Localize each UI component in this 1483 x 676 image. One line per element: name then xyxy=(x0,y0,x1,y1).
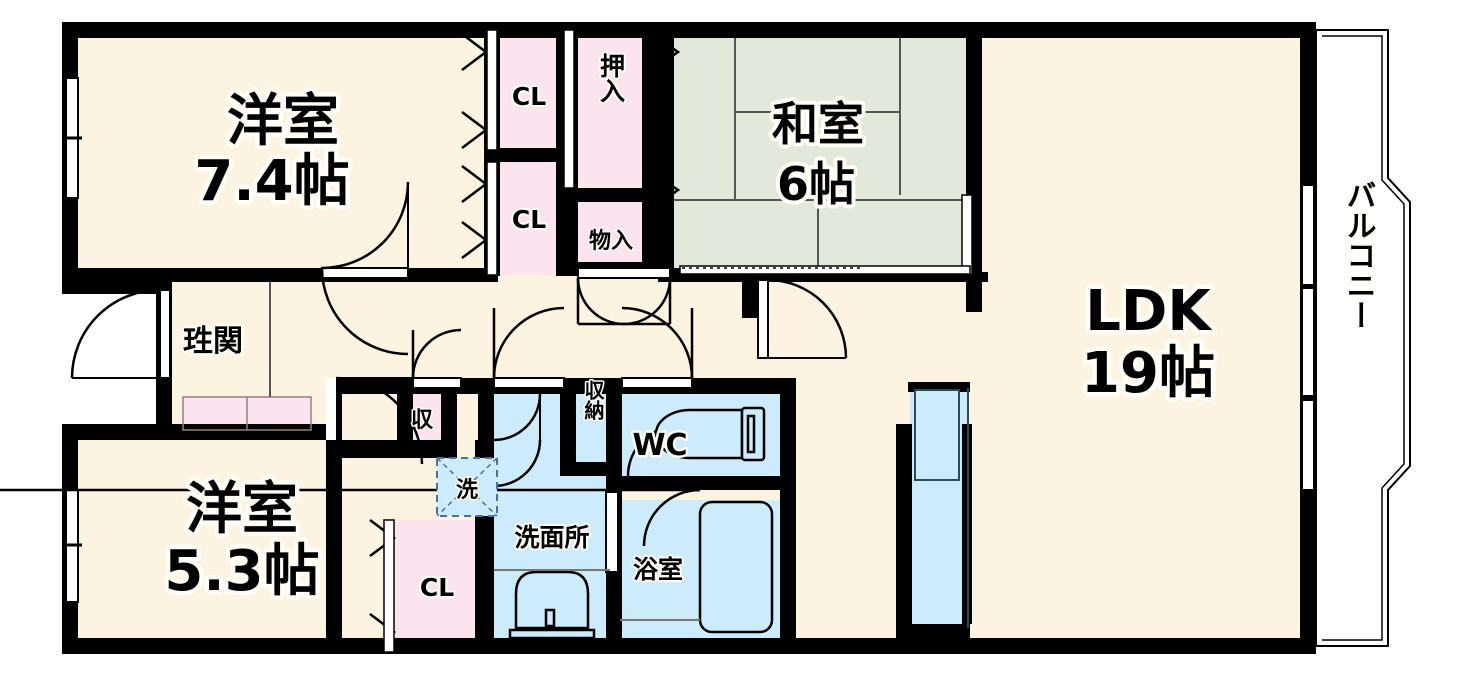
folding-arrow-cl2-b xyxy=(461,221,489,259)
closet-oshiire-fill xyxy=(576,30,646,190)
closet-cl-top-2-fill xyxy=(498,162,560,275)
washitsu-door-leaf xyxy=(757,279,769,359)
folding-arrow-oshiire-a xyxy=(651,32,681,72)
cl2-door-leaf xyxy=(486,161,498,276)
bedroom2-door-arc xyxy=(335,376,424,465)
shuu-door-leaf xyxy=(412,377,462,389)
closet-label-cl-top-1: CL xyxy=(512,82,546,111)
cl1-door-leaf xyxy=(486,29,498,151)
folding-arrow-cl2-a xyxy=(461,165,489,203)
structural-walls xyxy=(62,22,1316,654)
shoe-cabinet xyxy=(182,396,312,431)
washer-label: 洗 xyxy=(456,478,478,503)
toilet-fixture xyxy=(654,406,766,462)
fusuma-washitsu-ldk[interactable] xyxy=(961,194,973,276)
room-label-senmenjo: 洗面所 xyxy=(514,523,589,552)
room-label-ldk-name: LDK xyxy=(1085,279,1213,344)
closet-label-shuu: 収 xyxy=(411,408,434,433)
closet-cl-top-1-fill xyxy=(498,30,560,150)
bedroom1-door-leaf xyxy=(321,267,409,279)
balcony-area xyxy=(1315,29,1411,647)
room-label-washitsu-name: 和室 xyxy=(772,97,864,151)
tatami-floor-washitsu xyxy=(672,30,980,275)
window-balcony-lower[interactable] xyxy=(1301,399,1315,491)
entrance-door-arc xyxy=(70,288,161,379)
exterior-bottom-gap xyxy=(0,652,1483,676)
fusuma-washitsu-corridor[interactable] xyxy=(679,265,971,275)
wc-door-arc xyxy=(621,306,694,379)
room-label-genkan: 珄関 xyxy=(183,324,243,359)
window-balcony-upper[interactable] xyxy=(1301,184,1315,286)
room-label-bedroom2-name: 洋室 xyxy=(186,477,298,542)
wc-door-leaf xyxy=(621,377,693,389)
closet-label-monoire: 物入 xyxy=(589,228,633,254)
senmenjo-door-leaf xyxy=(493,377,565,389)
senmenjo-door-arc xyxy=(492,306,565,379)
room-labels: 洋室 7.4帖 和室 6帖 LDK 19帖 洋室 5.3帖 珄関 WC 洗面所 … xyxy=(160,51,1378,609)
folding-arrow-oshiire-b xyxy=(651,170,681,210)
closet-monoire-fill xyxy=(576,200,646,272)
closet-cl-bottom-fill xyxy=(395,520,475,652)
room-label-wc: WC xyxy=(632,428,687,463)
oshiire-door-leaf xyxy=(563,29,575,189)
closet-label-cl-bottom: CL xyxy=(420,573,454,602)
tatami-mat-lines xyxy=(672,30,980,275)
room-label-bedroom2-size: 5.3帖 xyxy=(164,539,319,604)
folding-arrow-cl1-b xyxy=(461,111,489,149)
room-label-bedroom1-size: 7.4帖 xyxy=(194,149,349,214)
room-label-ldk-size: 19帖 xyxy=(1081,341,1215,406)
closet-label-oshiire: 押入 xyxy=(597,53,626,103)
washing-machine-space xyxy=(436,457,498,517)
entrance-door-leaf xyxy=(159,289,171,379)
window-balcony-mid[interactable] xyxy=(1301,287,1315,397)
hinged-doors[interactable] xyxy=(0,181,848,573)
folding-arrow-cl1-a xyxy=(461,33,489,71)
sliding-doors[interactable] xyxy=(679,110,973,276)
bathtub-fixture xyxy=(698,500,774,634)
bedroom1-door-arc xyxy=(320,267,409,356)
vanity-sink-fixture xyxy=(508,570,596,640)
windows[interactable] xyxy=(62,77,1315,603)
bedroom1-door-arc2 xyxy=(321,181,410,270)
kitchen-counter-sink xyxy=(914,388,969,628)
monoire-door-leaf xyxy=(577,267,671,279)
room-label-yokushitsu: 浴室 xyxy=(633,555,683,584)
washitsu-door-arc xyxy=(767,278,848,359)
clbottom-door-leaf xyxy=(383,519,395,653)
room-label-washitsu-size: 6帖 xyxy=(777,157,855,211)
bedroom2-door-leaf xyxy=(326,378,336,440)
closet-label-cl-top-2: CL xyxy=(512,205,546,234)
balcony-label: バルコニー xyxy=(1341,180,1376,330)
folding-closet-indicators[interactable] xyxy=(369,29,681,653)
closet-label-shuunou: 収納 xyxy=(581,380,605,420)
room-label-bedroom1-name: 洋室 xyxy=(227,89,339,154)
senmenjo-inner-arc2 xyxy=(493,439,542,488)
exterior-landing xyxy=(0,290,160,440)
yokushitsu-door-leaf xyxy=(605,491,619,573)
